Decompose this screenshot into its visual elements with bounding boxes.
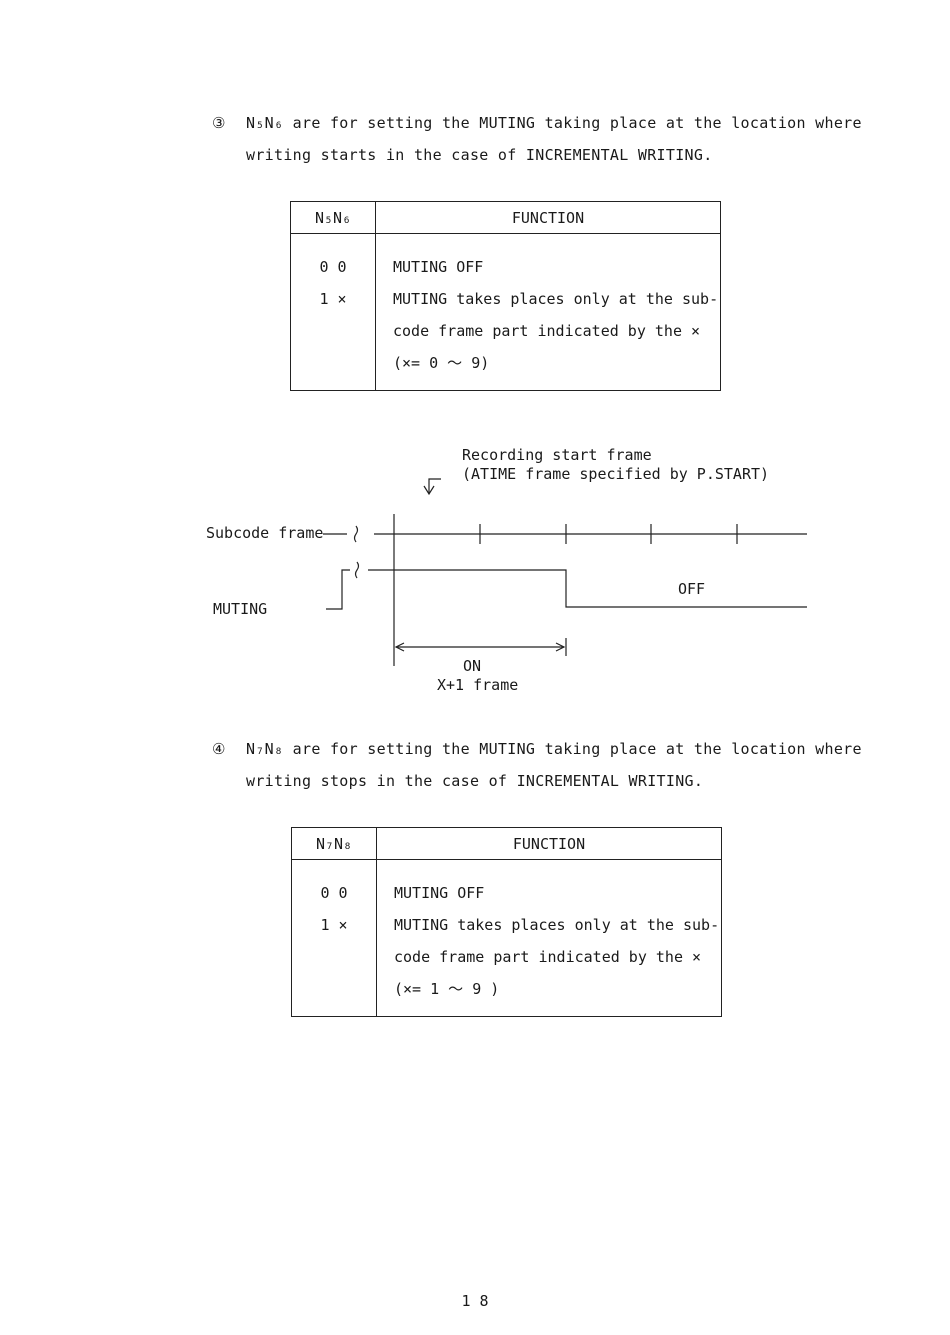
- table-1-header-code: N₅N₆: [290, 201, 376, 234]
- table-1-code-1x: 1 ×: [319, 290, 347, 308]
- page-number: 1 8: [461, 1292, 489, 1310]
- muting-label: MUTING: [213, 600, 268, 618]
- table-1-codes: 0 0 1 ×: [291, 234, 376, 391]
- muting-break-mark: [354, 561, 360, 579]
- table-1-function-line: (×= 0 ～ 9): [393, 354, 490, 372]
- table-2-function-line: (×= 1 ～ 9 ): [394, 980, 500, 998]
- table-1-code-00: 0 0: [319, 258, 347, 276]
- section-4-marker: ④: [212, 740, 226, 758]
- on-duration-arrow-right: [555, 642, 566, 652]
- table-1-function-line: MUTING OFF: [393, 258, 484, 276]
- table-1-header-function: FUNCTION: [375, 201, 721, 234]
- section-4-line-2: writing stops in the case of INCREMENTAL…: [246, 772, 704, 790]
- recording-start-label: Recording start frame: [462, 446, 652, 464]
- section-3-paragraph: ③ N₅N₆ are for setting the MUTING taking …: [212, 107, 862, 171]
- muting-start-table: N₅N₆ FUNCTION 0 0 1 × MUTING OFF MUTING …: [290, 201, 721, 391]
- table-2-function-line: MUTING takes places only at the sub-: [394, 916, 720, 934]
- muting-stop-table: N₇N₈ FUNCTION 0 0 1 × MUTING OFF MUTING …: [291, 827, 722, 1017]
- section-4-paragraph: ④ N₇N₈ are for setting the MUTING taking …: [212, 733, 862, 797]
- table-2-code-00: 0 0: [320, 884, 348, 902]
- atime-frame-label: (ATIME frame specified by P.START): [462, 465, 770, 483]
- section-3-marker: ③: [212, 114, 226, 132]
- start-frame-arrowhead: [423, 485, 435, 496]
- table-2-function-line: code frame part indicated by the ×: [394, 948, 702, 966]
- table-2-header-code: N₇N₈: [291, 827, 377, 860]
- off-label: OFF: [678, 580, 706, 598]
- table-2-functions: MUTING OFF MUTING takes places only at t…: [376, 859, 722, 1017]
- frames-label: X+1 frame: [437, 676, 519, 694]
- start-frame-arrow: [428, 478, 441, 494]
- subcode-break-mark: [353, 525, 359, 543]
- muting-signal-line: [368, 569, 807, 608]
- table-2-function-line: MUTING OFF: [394, 884, 485, 902]
- table-2-header-function: FUNCTION: [376, 827, 722, 860]
- table-2-codes: 0 0 1 ×: [292, 860, 377, 1017]
- subcode-frame-label: Subcode frame: [206, 524, 324, 542]
- table-1-function-line: MUTING takes places only at the sub-: [393, 290, 719, 308]
- section-4-line-1: N₇N₈ are for setting the MUTING taking p…: [246, 740, 862, 758]
- table-2-code-1x: 1 ×: [320, 916, 348, 934]
- on-label: ON: [463, 657, 482, 675]
- muting-label-leader: [326, 569, 350, 610]
- section-3-line-2: writing starts in the case of INCREMENTA…: [246, 146, 713, 164]
- timing-diagram-svg: [323, 478, 807, 666]
- table-1-function-line: code frame part indicated by the ×: [393, 322, 701, 340]
- on-duration-arrow-left: [394, 642, 405, 652]
- section-3-line-1: N₅N₆ are for setting the MUTING taking p…: [246, 114, 862, 132]
- table-1-functions: MUTING OFF MUTING takes places only at t…: [375, 233, 721, 391]
